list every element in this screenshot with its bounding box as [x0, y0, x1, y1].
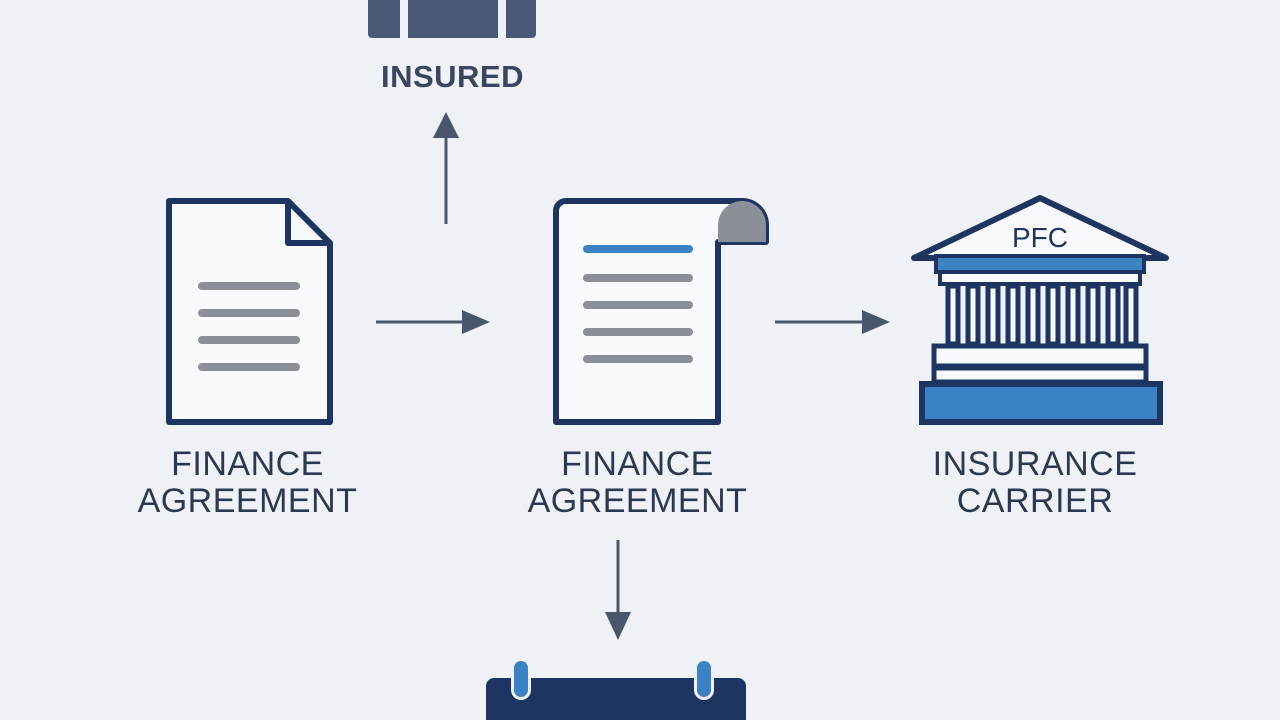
- insurance-carrier-label: INSURANCE CARRIER: [900, 446, 1170, 520]
- finance-agreement-left-label: FINANCE AGREEMENT: [115, 446, 380, 520]
- insured-label: INSURED: [380, 59, 524, 94]
- arrow-doc-to-carrier: [775, 310, 890, 334]
- scroll-document-icon: [553, 198, 769, 425]
- bank-building-icon: [911, 195, 1169, 425]
- document-icon: [166, 198, 333, 425]
- finance-agreement-left-line1: FINANCE: [171, 445, 324, 483]
- insurance-carrier-line2: CARRIER: [956, 482, 1114, 520]
- building-pfc-text: PFC: [1012, 222, 1068, 253]
- binder-icon: [486, 658, 746, 720]
- arrow-up-to-insured: [433, 112, 459, 224]
- finance-agreement-mid-line2: AGREEMENT: [527, 482, 748, 520]
- finance-agreement-mid-label: FINANCE AGREEMENT: [505, 446, 770, 520]
- finance-agreement-mid-line1: FINANCE: [561, 445, 714, 483]
- briefcase-icon: [368, 0, 536, 38]
- insurance-carrier-line1: INSURANCE: [932, 445, 1138, 483]
- arrow-down-to-binder: [605, 540, 631, 640]
- arrow-doc-to-doc: [376, 310, 490, 334]
- finance-agreement-left-line2: AGREEMENT: [137, 482, 358, 520]
